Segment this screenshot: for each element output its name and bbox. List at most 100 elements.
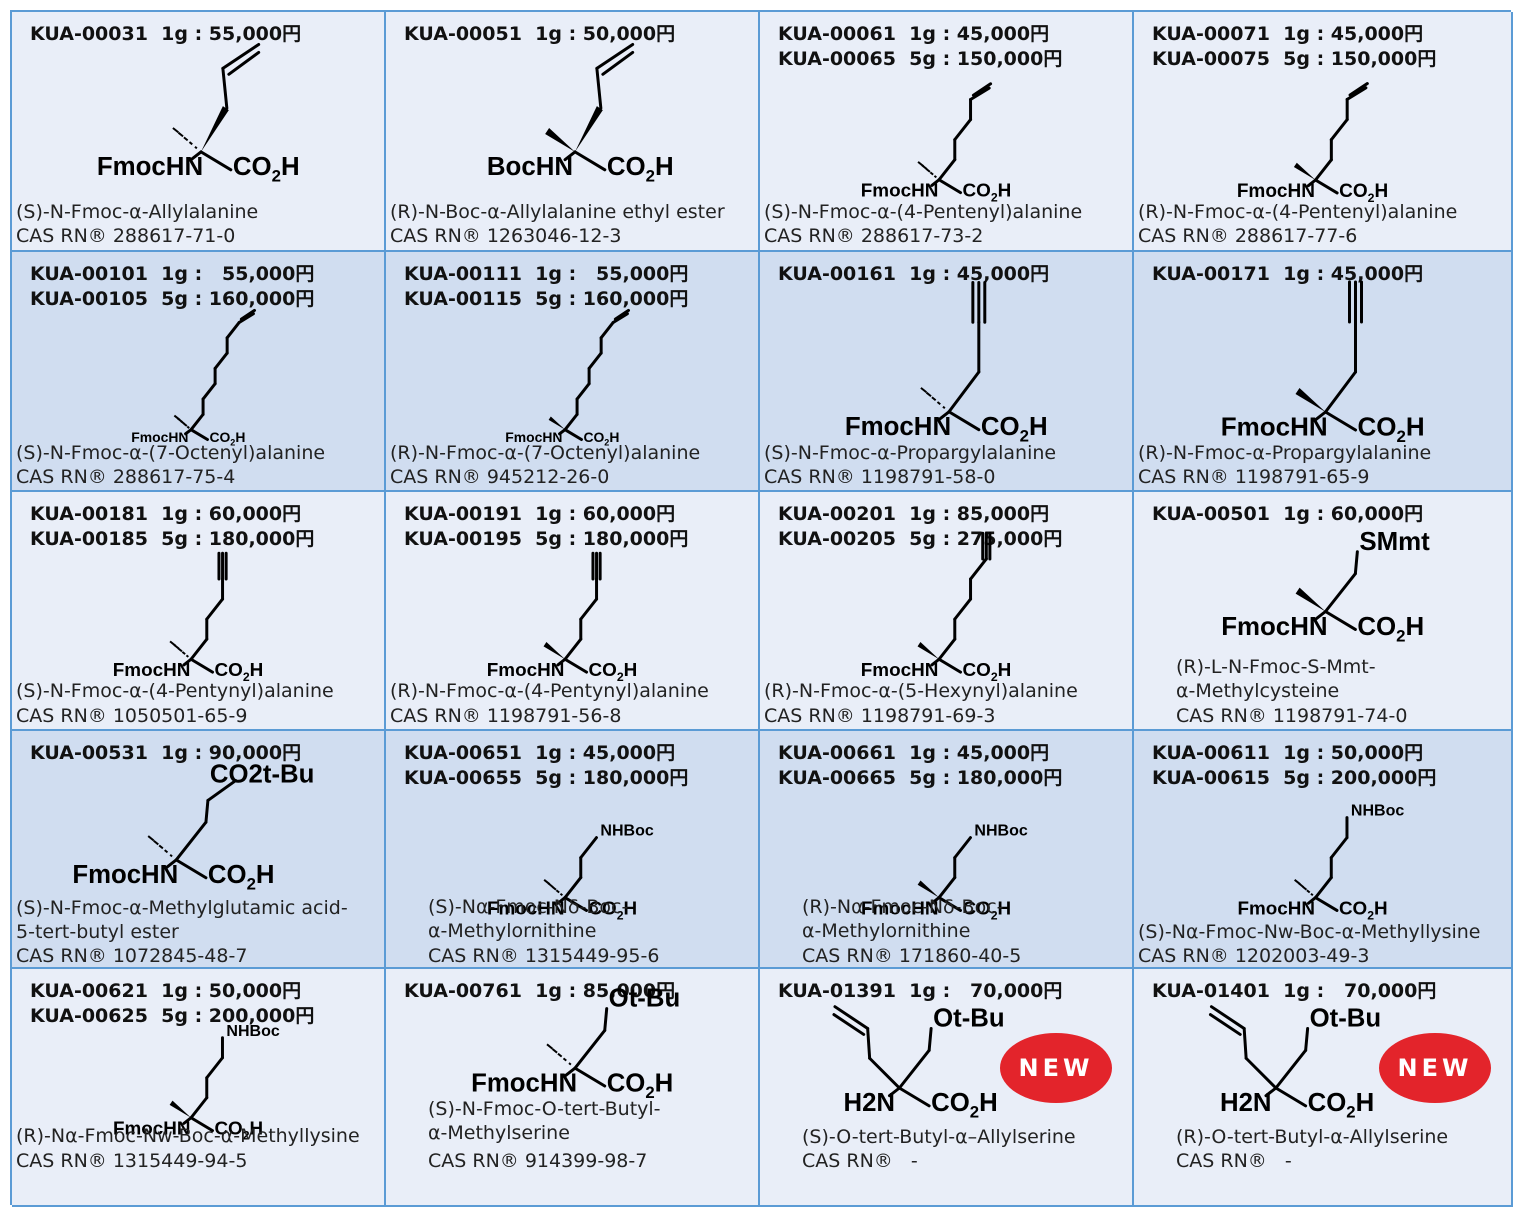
amine-label: FmocHN <box>113 660 191 681</box>
compound-name: (R)-N-Fmoc-α-(5-Hexynyl)alanine <box>764 680 1078 702</box>
acid-label: CO2H <box>962 898 1011 923</box>
price-list: KUA-01391 1g : 70,000円 <box>778 979 1062 1004</box>
amine-label: FmocHN <box>97 153 203 181</box>
new-badge: NEW <box>1000 1033 1112 1103</box>
new-badge: NEW <box>1379 1033 1491 1103</box>
cas-number: CAS RN® 1198791-65-9 <box>1138 466 1370 488</box>
amine-label: FmocHN <box>487 660 565 681</box>
price-list: KUA-00611 1g : 50,000円 KUA-00615 5g : 200… <box>1152 741 1436 791</box>
price-list: KUA-00651 1g : 45,000円 KUA-00655 5g : 180… <box>404 741 688 791</box>
product-card: KUA-00651 1g : 45,000円 KUA-00655 5g : 180… <box>386 731 760 969</box>
amine-label: FmocHN <box>113 1118 190 1139</box>
amine-label: FmocHN <box>1238 898 1315 919</box>
cas-number: CAS RN® 945212-26-0 <box>390 466 610 488</box>
price-line: KUA-00061 1g : 45,000円 <box>778 23 1050 45</box>
amine-label: FmocHN <box>845 413 951 441</box>
price-line: KUA-00611 1g : 50,000円 <box>1152 742 1424 764</box>
acid-label: CO2H <box>1339 181 1388 205</box>
acid-label: CO2H <box>1339 898 1388 923</box>
amine-label: FmocHN <box>471 1069 577 1097</box>
amine-label: FmocHN <box>72 861 178 889</box>
price-line: KUA-00651 1g : 45,000円 <box>404 742 676 764</box>
price-list: KUA-01401 1g : 70,000円 <box>1152 979 1436 1004</box>
price-line: KUA-00031 1g : 55,000円 <box>30 23 302 45</box>
price-line: KUA-00065 5g : 150,000円 <box>778 48 1063 70</box>
price-line: KUA-00665 5g : 180,000円 <box>778 767 1063 789</box>
acid-label: CO2H <box>607 153 674 185</box>
sidechain-label: NHBoc <box>600 823 653 840</box>
amine-label: FmocHN <box>1221 411 1328 441</box>
price-line: KUA-00161 1g : 45,000円 <box>778 263 1050 285</box>
amine-label: FmocHN <box>861 660 939 681</box>
sidechain-label: CO2t-Bu <box>210 761 314 789</box>
acid-label: CO2H <box>1357 613 1424 645</box>
cas-number: CAS RN® 1198791-69-3 <box>764 705 996 727</box>
cas-number: CAS RN® - <box>802 1150 918 1172</box>
price-line: KUA-00071 1g : 45,000円 <box>1152 23 1424 45</box>
price-line: KUA-00625 5g : 200,000円 <box>30 1005 315 1027</box>
cas-number: CAS RN® 1263046-12-3 <box>390 225 622 247</box>
product-card: KUA-00061 1g : 45,000円 KUA-00065 5g : 150… <box>760 12 1134 252</box>
acid-label: CO2H <box>208 861 275 893</box>
sidechain-label: Ot-Bu <box>609 985 681 1013</box>
price-list: KUA-00161 1g : 45,000円 <box>778 262 1049 287</box>
cas-number: CAS RN® 1315449-95-6 <box>428 945 660 967</box>
price-line: KUA-00101 1g : 55,000円 <box>30 263 315 285</box>
price-line: KUA-00761 1g : 85,000円 <box>404 980 676 1002</box>
price-list: KUA-00061 1g : 45,000円 KUA-00065 5g : 150… <box>778 22 1062 72</box>
cas-number: CAS RN® 171860-40-5 <box>802 945 1022 967</box>
cas-number: CAS RN® 1198791-58-0 <box>764 466 996 488</box>
price-line: KUA-01391 1g : 70,000円 <box>778 980 1063 1002</box>
price-list: KUA-00761 1g : 85,000円 <box>404 979 675 1004</box>
acid-label: CO2H <box>215 660 264 684</box>
price-line: KUA-00171 1g : 45,000円 <box>1152 263 1424 285</box>
acid-label: CO2H <box>981 413 1048 445</box>
acid-label: CO2H <box>963 181 1012 205</box>
cas-number: CAS RN® 1202003-49-3 <box>1138 945 1370 967</box>
compound-name: (R)-N-Fmoc-α-(4-Pentenyl)alanine <box>1138 201 1458 223</box>
acid-label: CO2H <box>214 1118 263 1143</box>
cas-number: CAS RN® 1198791-74-0 <box>1176 705 1408 727</box>
cas-number: CAS RN® 1315449-94-5 <box>16 1150 248 1172</box>
price-line: KUA-00615 5g : 200,000円 <box>1152 767 1437 789</box>
amine-label: FmocHN <box>1237 181 1315 202</box>
price-list: KUA-00531 1g : 90,000円 <box>30 741 301 766</box>
compound-name: (S)-Nα-Fmoc-Nδ-Boc- α-Methylornithine <box>428 896 629 942</box>
acid-label: CO2H <box>931 1089 998 1121</box>
sidechain-label: Ot-Bu <box>1310 1005 1382 1033</box>
product-card: KUA-00611 1g : 50,000円 KUA-00615 5g : 200… <box>1134 731 1513 969</box>
price-line: KUA-00051 1g : 50,000円 <box>404 23 676 45</box>
amine-label: FmocHN <box>861 181 939 202</box>
cas-number: CAS RN® 288617-71-0 <box>16 225 236 247</box>
compound-name: (S)-N-Fmoc-α-(4-Pentenyl)alanine <box>764 201 1083 223</box>
price-line: KUA-00655 5g : 180,000円 <box>404 767 689 789</box>
chemical-structure: FmocHN CO2H Ot-Bu <box>386 969 758 1205</box>
compound-name: (R)-L-N-Fmoc-S-Mmt- α-Methylcysteine <box>1176 656 1376 702</box>
compound-name: (R)-O-tert-Butyl-α-Allylserine <box>1176 1126 1449 1148</box>
price-list: KUA-00031 1g : 55,000円 <box>30 22 301 47</box>
cas-number: CAS RN® 1198791-56-8 <box>390 705 622 727</box>
sidechain-label: NHBoc <box>974 823 1027 840</box>
acid-label: CO2H <box>607 1069 674 1101</box>
